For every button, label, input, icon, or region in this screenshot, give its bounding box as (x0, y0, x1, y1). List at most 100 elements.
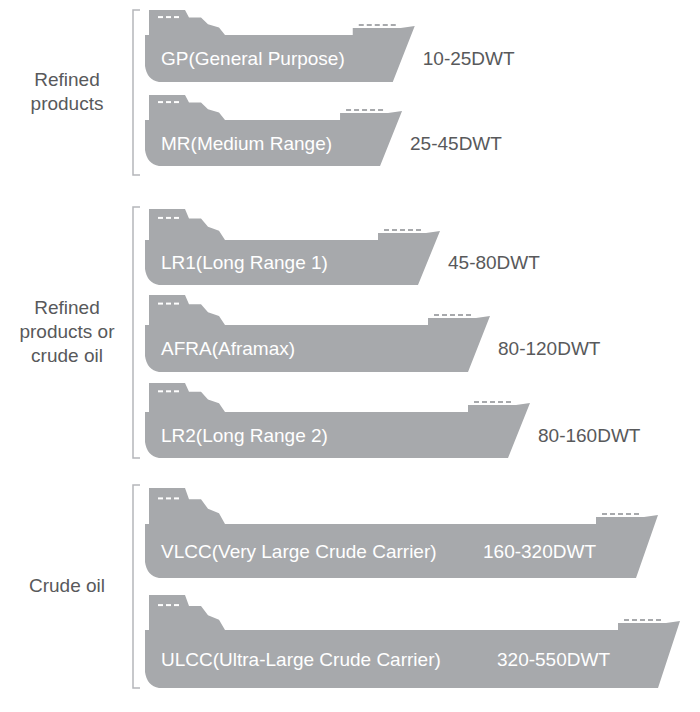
window (174, 217, 179, 219)
window (158, 303, 163, 305)
ship-silhouette (145, 8, 417, 84)
railing (383, 24, 388, 26)
railing (610, 513, 615, 515)
window (158, 604, 163, 606)
window (166, 303, 171, 305)
railing (408, 229, 413, 231)
ship-silhouette (145, 486, 660, 580)
tanker-ship: LR2(Long Range 2)80-160DWT (145, 381, 530, 458)
superstructure (149, 209, 225, 240)
railing (384, 229, 389, 231)
window (158, 16, 163, 18)
superstructure (149, 383, 225, 412)
window (166, 101, 171, 103)
superstructure (149, 488, 225, 524)
railing (624, 619, 629, 621)
railing (632, 619, 637, 621)
bracket (133, 10, 140, 175)
railing (354, 109, 359, 111)
railing (498, 401, 503, 403)
window (174, 497, 179, 499)
window (174, 16, 179, 18)
window (174, 390, 179, 392)
ship-silhouette (145, 293, 492, 374)
tanker-ship: VLCC(Very Large Crude Carrier) 160-320DWT (145, 486, 658, 578)
railing (378, 109, 383, 111)
cargo-group-label: Crude oil (8, 574, 126, 598)
tanker-ship: ULCC(Ultra-Large Crude Carrier) 320-550DW… (145, 593, 680, 688)
window (158, 101, 163, 103)
railing (506, 401, 511, 403)
deadweight-range: 80-160DWT (538, 426, 640, 445)
railing (442, 314, 447, 316)
ship-silhouette (145, 381, 532, 460)
window (166, 217, 171, 219)
railing (474, 401, 479, 403)
railing (375, 24, 380, 26)
ship-class: ULCC(Ultra-Large Crude Carrier) (161, 650, 441, 669)
deadweight-range: 80-120DWT (498, 339, 600, 358)
superstructure (149, 595, 225, 630)
ship-silhouette (145, 93, 404, 168)
railing (490, 401, 495, 403)
hull (145, 316, 490, 372)
window (166, 497, 171, 499)
ship-class: LR1(Long Range 1) (161, 253, 328, 272)
ship-class: GP(General Purpose) (161, 49, 345, 68)
hull (145, 231, 440, 285)
cargo-group-label: Refined products (8, 68, 126, 116)
ship-silhouette (145, 593, 682, 690)
ship-silhouette (145, 207, 442, 287)
window (174, 604, 179, 606)
window (166, 390, 171, 392)
deadweight-range: 25-45DWT (410, 134, 502, 153)
deadweight-range: 320-550DWT (497, 650, 610, 669)
ship-class: VLCC(Very Large Crude Carrier) (161, 542, 437, 561)
tanker-ship: GP(General Purpose)10-25DWT (145, 8, 415, 82)
railing (367, 24, 372, 26)
window (166, 16, 171, 18)
tanker-ship: AFRA(Aframax)80-120DWT (145, 293, 490, 372)
ship-class: AFRA(Aframax) (161, 339, 295, 358)
railing (482, 401, 487, 403)
railing (392, 229, 397, 231)
railing (618, 513, 623, 515)
railing (346, 109, 351, 111)
superstructure (149, 10, 225, 35)
railing (391, 24, 396, 26)
railing (400, 229, 405, 231)
superstructure (149, 295, 225, 325)
railing (602, 513, 607, 515)
deadweight-range: 160-320DWT (483, 542, 596, 561)
railing (634, 513, 639, 515)
railing (640, 619, 645, 621)
hull (145, 403, 530, 458)
bracket (133, 207, 140, 458)
hull (145, 515, 658, 578)
window (158, 217, 163, 219)
railing (450, 314, 455, 316)
hull (145, 621, 680, 688)
railing (656, 619, 661, 621)
ship-class: LR2(Long Range 2) (161, 426, 328, 445)
superstructure (149, 95, 225, 120)
railing (370, 109, 375, 111)
ship-class: MR(Medium Range) (161, 134, 332, 153)
bracket (133, 485, 140, 688)
railing (648, 619, 653, 621)
railing (626, 513, 631, 515)
hull (145, 111, 402, 166)
deadweight-range: 10-25DWT (423, 49, 515, 68)
railing (359, 24, 364, 26)
window (174, 101, 179, 103)
railing (434, 314, 439, 316)
hull (145, 26, 415, 82)
railing (458, 314, 463, 316)
railing (466, 314, 471, 316)
window (174, 303, 179, 305)
railing (362, 109, 367, 111)
tanker-ship: MR(Medium Range)25-45DWT (145, 93, 402, 166)
window (158, 390, 163, 392)
tanker-ship: LR1(Long Range 1)45-80DWT (145, 207, 440, 285)
deadweight-range: 45-80DWT (448, 253, 540, 272)
